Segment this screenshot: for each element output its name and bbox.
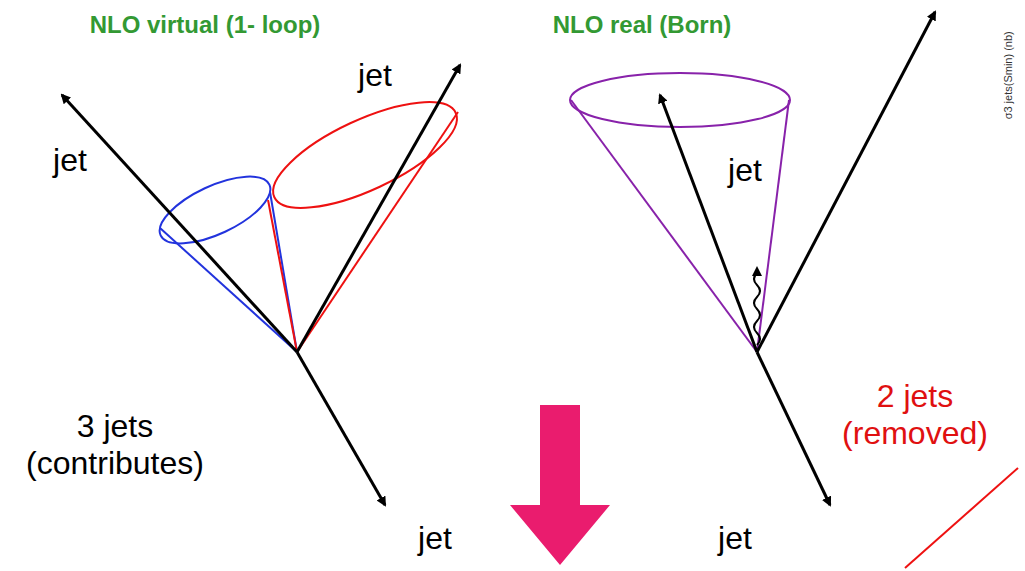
jet-label: jet	[418, 520, 452, 557]
jet-label: jet	[358, 57, 392, 94]
jet-label: jet	[53, 142, 87, 179]
panel-title: NLO virtual (1- loop)	[90, 11, 321, 39]
jet-count-note: 2 jets (removed)	[830, 378, 1000, 452]
panel-title: NLO real (Born)	[553, 11, 732, 39]
jet-label: jet	[728, 152, 762, 189]
jet-count-note: 3 jets (contributes)	[15, 408, 215, 482]
jet-label: jet	[718, 520, 752, 557]
axis-label: σ3 jets(Smin) (nb)	[1002, 31, 1015, 119]
